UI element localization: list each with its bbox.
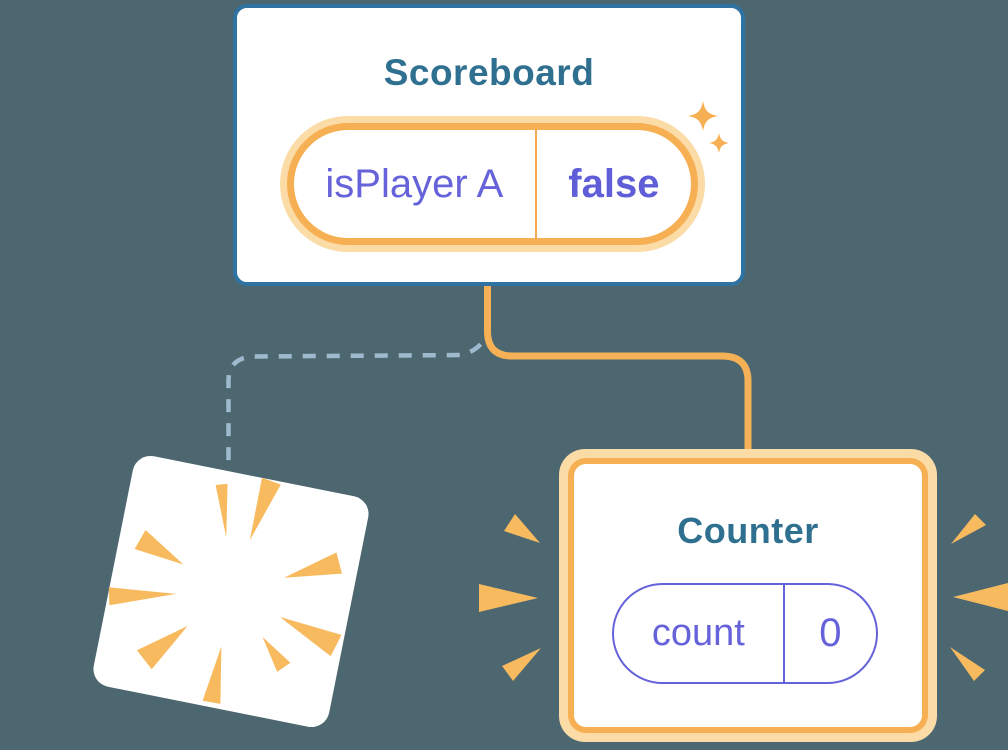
state-pill-body: isPlayer A false <box>287 123 698 245</box>
pill-divider <box>534 130 537 238</box>
counter-title: Counter <box>677 510 819 551</box>
pill-divider <box>782 585 785 682</box>
scoreboard-state-pill: isPlayer A false <box>280 116 705 252</box>
destroyed-card <box>90 452 372 731</box>
scoreboard-card: Scoreboard isPlayer A false <box>233 4 745 286</box>
state-key: isPlayer A <box>325 161 504 206</box>
solid-path <box>484 285 752 453</box>
counter-state-pill: count 0 <box>612 583 878 684</box>
dashed-path <box>226 321 491 461</box>
state-value: 0 <box>819 611 842 655</box>
scoreboard-title: Scoreboard <box>383 52 595 93</box>
counter-card: Counter count 0 <box>559 449 937 742</box>
state-value: false <box>568 161 660 206</box>
state-key: count <box>651 612 745 654</box>
